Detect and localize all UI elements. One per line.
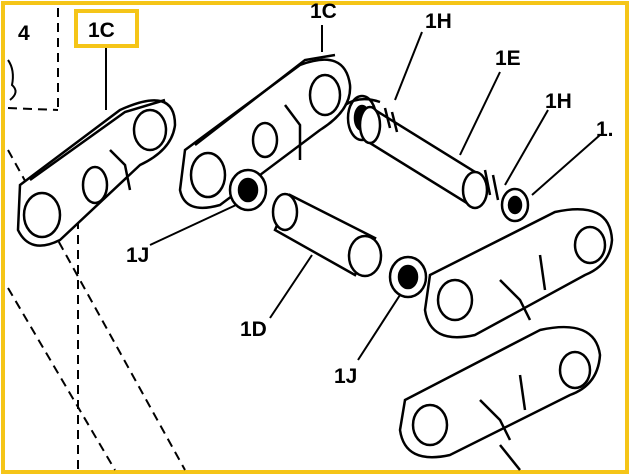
bushing-1d: [271, 192, 383, 278]
label-1h-top: 1H: [425, 10, 452, 33]
label-4: 4: [18, 22, 30, 45]
bushing-1j-bottom: [388, 255, 428, 299]
link-plate-second: [178, 53, 352, 210]
pin-1e: [358, 105, 500, 210]
callout-label: 1C: [88, 19, 115, 42]
callout-box: [74, 9, 139, 48]
leader-lines: [105, 25, 601, 361]
bushing-1j-left: [228, 168, 268, 212]
link-plate-right-upper: [423, 208, 614, 339]
label-1e: 1E: [495, 47, 521, 70]
label-1c-top-cut: 1C: [310, 0, 337, 23]
label-1d: 1D: [240, 318, 267, 341]
label-1j-bottom: 1J: [334, 365, 357, 388]
label-1-right-cut: 1.: [596, 118, 614, 141]
fragment-top-left: [7, 59, 17, 101]
link-plate-right-lower: [398, 325, 602, 471]
label-1j-left: 1J: [126, 244, 149, 267]
label-1h-right: 1H: [545, 90, 572, 113]
seal-1h-right: [500, 187, 530, 223]
link-plate-left: [16, 98, 177, 247]
